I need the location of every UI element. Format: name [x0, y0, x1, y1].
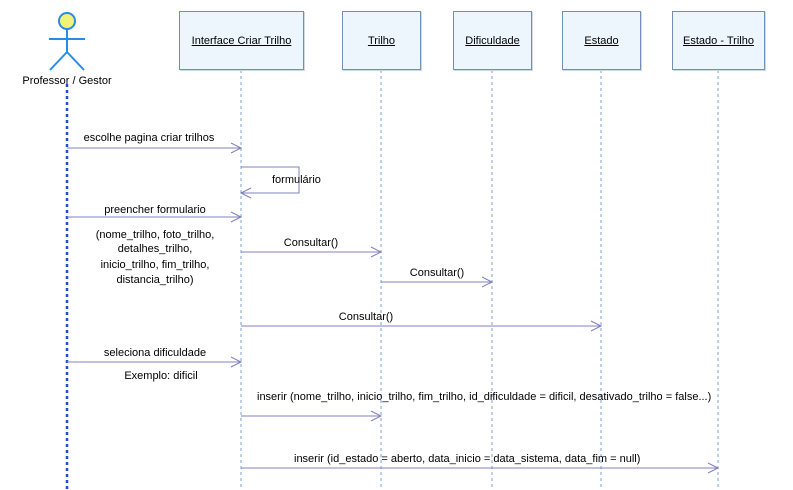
parameter-note-line: inicio_trilho, fim_trilho, [100, 259, 210, 271]
lifeline-box-estado-trilho: Estado - Trilho [672, 11, 765, 70]
message-arrow [381, 276, 494, 288]
message-label: inserir (id_estado = aberto, data_inicio… [294, 453, 641, 465]
self-message-arrow [239, 166, 300, 199]
message-label: preencher formulario [104, 204, 206, 216]
lifeline-box-dificuldade: Dificuldade [453, 11, 532, 70]
parameter-note-line: detalhes_trilho, [117, 243, 193, 255]
message-label: Consultar() [409, 267, 465, 279]
message-arrow [241, 246, 383, 258]
actor-label: Professor / Gestor [22, 75, 112, 87]
message-arrow [67, 211, 243, 223]
parameter-note-line: distancia_trilho) [116, 274, 194, 286]
message-label: inserir (nome_trilho, inicio_trilho, fim… [257, 391, 712, 403]
message-label: escolhe pagina criar trilhos [83, 132, 215, 144]
message-label: Consultar() [283, 237, 339, 249]
parameter-note-line: (nome_trilho, foto_trilho, [95, 229, 215, 241]
message-arrow [67, 356, 243, 368]
self-message-label: formulário [272, 174, 321, 186]
message-arrow [67, 142, 243, 154]
lifeline-box-trilho: Trilho [342, 11, 421, 70]
message-label: Consultar() [338, 311, 394, 323]
message-arrow [241, 320, 603, 332]
message-label: seleciona dificuldade [103, 347, 207, 359]
lifeline-box-interface: Interface Criar Trilho [179, 11, 304, 70]
example-note: Exemplo: dificil [124, 370, 198, 382]
stick-figure-actor-icon [49, 12, 85, 71]
message-arrow [241, 462, 720, 474]
message-arrow [241, 410, 383, 422]
lifeline-box-estado: Estado [562, 11, 641, 70]
